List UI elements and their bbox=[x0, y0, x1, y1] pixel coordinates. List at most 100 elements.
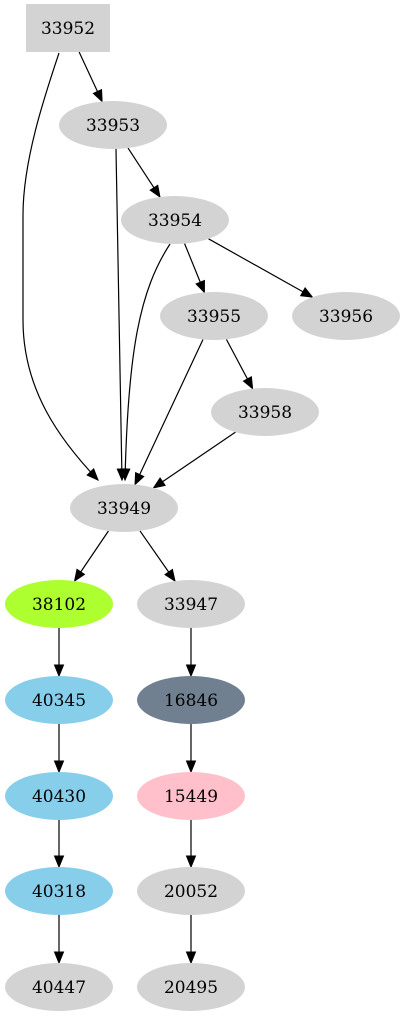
edge-33954-33949 bbox=[120, 243, 171, 482]
node-33956-ellipse bbox=[292, 292, 400, 340]
node-33958-ellipse bbox=[211, 388, 319, 436]
node-15449: 15449 bbox=[137, 772, 245, 820]
edge-33949-33947-line bbox=[139, 530, 170, 574]
node-33947-ellipse bbox=[137, 580, 245, 628]
node-40447: 40447 bbox=[5, 963, 113, 1011]
edge-40430-40318 bbox=[53, 820, 65, 869]
edge-33954-33955 bbox=[184, 243, 205, 294]
node-33953-label: 33953 bbox=[86, 116, 140, 136]
edge-20052-20495 bbox=[185, 915, 197, 965]
edge-33958-33949-arrowhead bbox=[152, 477, 166, 489]
edge-33954-33949-line bbox=[124, 243, 171, 481]
edge-33955-33949-arrowhead bbox=[134, 471, 145, 486]
node-33952-label: 33952 bbox=[41, 19, 95, 39]
edge-33958-33949 bbox=[152, 431, 236, 489]
edge-33949-38102 bbox=[73, 530, 109, 583]
node-33954-ellipse bbox=[121, 196, 229, 244]
node-20495: 20495 bbox=[137, 963, 245, 1011]
node-33949-ellipse bbox=[70, 484, 178, 532]
node-33955-label: 33955 bbox=[187, 307, 241, 327]
edge-33952-33949-arrowhead bbox=[86, 468, 99, 481]
node-33955: 33955 bbox=[160, 292, 268, 340]
node-33954-label: 33954 bbox=[148, 211, 202, 231]
node-20052-ellipse bbox=[137, 867, 245, 915]
node-33958: 33958 bbox=[211, 388, 319, 436]
edge-16846-15449 bbox=[185, 724, 197, 774]
node-40430-label: 40430 bbox=[32, 787, 86, 807]
edge-38102-40345-arrowhead bbox=[53, 664, 65, 678]
edge-40430-40318-arrowhead bbox=[53, 855, 65, 869]
node-20495-ellipse bbox=[137, 963, 245, 1011]
node-16846-label: 16846 bbox=[164, 691, 218, 711]
node-33952-box bbox=[26, 4, 110, 52]
node-33956: 33956 bbox=[292, 292, 400, 340]
node-40447-ellipse bbox=[5, 963, 113, 1011]
node-33958-label: 33958 bbox=[238, 403, 292, 423]
node-40318: 40318 bbox=[5, 867, 113, 915]
edge-33958-33949-line bbox=[161, 431, 236, 483]
edge-33954-33955-arrowhead bbox=[195, 279, 205, 294]
node-33953: 33953 bbox=[59, 101, 167, 149]
edge-33954-33949-arrowhead bbox=[120, 468, 131, 482]
edge-33952-33953-arrowhead bbox=[92, 88, 103, 103]
node-16846-ellipse bbox=[137, 676, 245, 724]
edge-33949-33947-arrowhead bbox=[164, 568, 176, 583]
edge-33953-33954 bbox=[127, 147, 161, 199]
node-33954: 33954 bbox=[121, 196, 229, 244]
node-40318-ellipse bbox=[5, 867, 113, 915]
edge-33952-33949-line bbox=[22, 52, 99, 481]
node-33952: 33952 bbox=[26, 4, 110, 52]
node-33949-label: 33949 bbox=[97, 499, 151, 519]
edge-33954-33956-line bbox=[208, 238, 305, 293]
edge-33955-33958 bbox=[225, 339, 254, 390]
edge-33955-33949 bbox=[134, 339, 204, 486]
edge-40318-40447-arrowhead bbox=[53, 951, 65, 965]
edge-33947-16846 bbox=[185, 628, 197, 678]
node-33947-label: 33947 bbox=[164, 595, 218, 615]
edge-33955-33958-arrowhead bbox=[242, 376, 254, 390]
node-40345-label: 40345 bbox=[32, 691, 86, 711]
edge-33949-38102-arrowhead bbox=[73, 568, 86, 583]
node-40430: 40430 bbox=[5, 772, 113, 820]
edge-33954-33956 bbox=[208, 238, 314, 298]
node-40447-label: 40447 bbox=[32, 978, 86, 998]
edge-15449-20052-arrowhead bbox=[185, 855, 197, 869]
node-38102-label: 38102 bbox=[32, 595, 86, 615]
node-40345: 40345 bbox=[5, 676, 113, 724]
node-40345-ellipse bbox=[5, 676, 113, 724]
edge-33953-33954-arrowhead bbox=[149, 184, 161, 199]
edge-33947-16846-arrowhead bbox=[185, 664, 197, 678]
edge-33952-33949 bbox=[22, 52, 99, 481]
edge-33955-33958-line bbox=[225, 339, 249, 381]
edge-40345-40430 bbox=[53, 724, 65, 774]
edge-38102-40345 bbox=[53, 628, 65, 678]
node-33955-ellipse bbox=[160, 292, 268, 340]
edge-33954-33956-arrowhead bbox=[299, 286, 314, 298]
node-38102-ellipse bbox=[5, 580, 113, 628]
node-15449-label: 15449 bbox=[164, 787, 218, 807]
edge-33955-33949-line bbox=[138, 339, 204, 476]
node-40318-label: 40318 bbox=[32, 882, 86, 902]
edge-33953-33954-line bbox=[127, 147, 155, 189]
node-40430-ellipse bbox=[5, 772, 113, 820]
edge-40345-40430-arrowhead bbox=[53, 760, 65, 774]
node-38102: 38102 bbox=[5, 580, 113, 628]
edge-33949-38102-line bbox=[79, 530, 109, 574]
node-33953-ellipse bbox=[59, 101, 167, 149]
edge-33952-33953-line bbox=[78, 51, 99, 93]
edge-15449-20052 bbox=[185, 820, 197, 869]
node-33947: 33947 bbox=[137, 580, 245, 628]
edge-33954-33955-line bbox=[184, 243, 202, 284]
edge-33952-33953 bbox=[78, 51, 103, 103]
node-33956-label: 33956 bbox=[319, 307, 373, 327]
node-33949: 33949 bbox=[70, 484, 178, 532]
edge-40318-40447 bbox=[53, 915, 65, 965]
node-20495-label: 20495 bbox=[164, 978, 218, 998]
nodes-layer: 33952 33953 33954 33955 33956 33958 33949 38102… bbox=[5, 4, 400, 1011]
edge-33949-33947 bbox=[139, 530, 176, 583]
edge-33953-33949 bbox=[115, 148, 128, 482]
edge-33953-33949-line bbox=[115, 148, 123, 481]
node-20052-label: 20052 bbox=[164, 882, 218, 902]
edges-layer bbox=[22, 51, 314, 965]
